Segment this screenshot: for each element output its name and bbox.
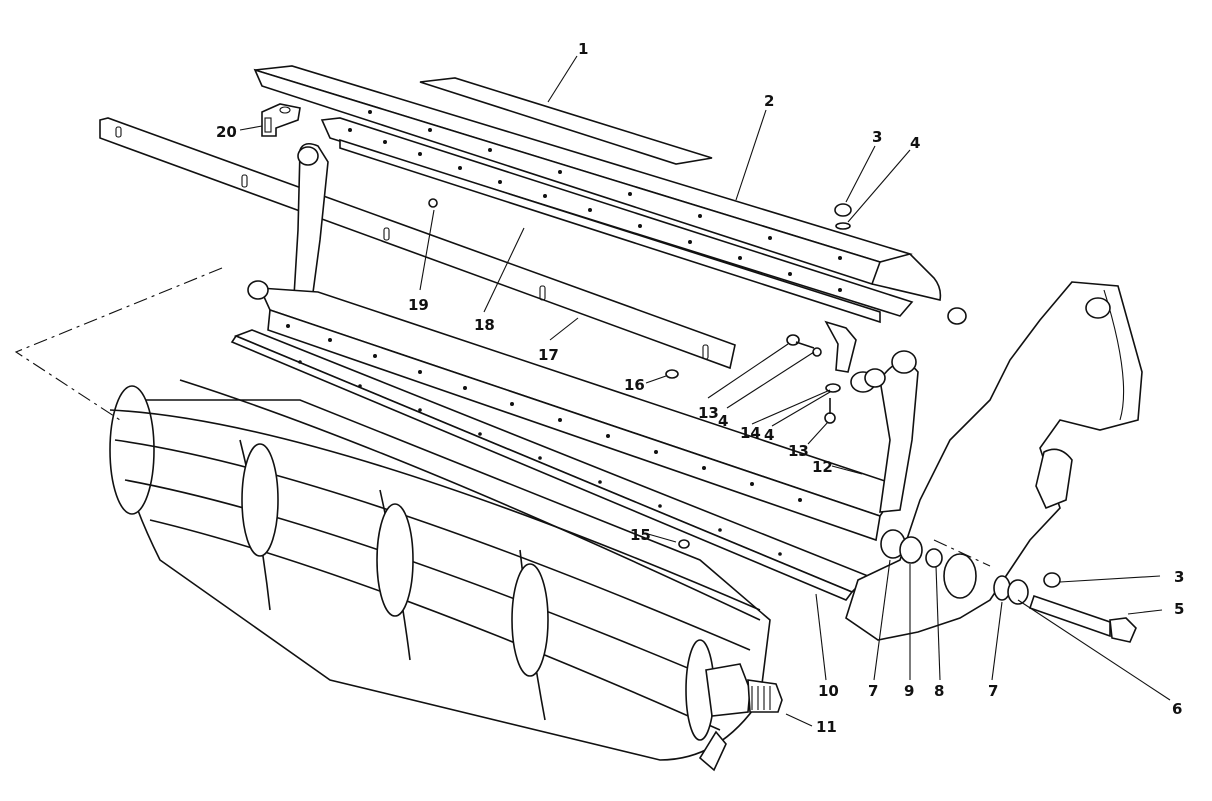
- callout-2: 2: [764, 92, 774, 110]
- callout-18: 18: [474, 316, 495, 334]
- part-2-top-shield: [253, 65, 942, 301]
- callout-labels: 1 2 3 4 20 19 18 17 16 13 4 14 4 13 12 1…: [216, 40, 1184, 736]
- callout-4-top: 4: [910, 134, 920, 152]
- callout-4-middle: 4: [718, 412, 728, 430]
- callout-13-lower: 13: [788, 442, 809, 460]
- part-1-cover-strip: [419, 77, 713, 165]
- callout-17: 17: [538, 346, 559, 364]
- callout-1: 1: [578, 40, 588, 58]
- callout-19: 19: [408, 296, 429, 314]
- callout-10: 10: [818, 682, 839, 700]
- callout-7-right: 7: [988, 682, 998, 700]
- part-18-back-bar: [320, 117, 914, 324]
- part-20-bracket: [261, 103, 301, 137]
- callout-8: 8: [934, 682, 944, 700]
- callout-12: 12: [812, 458, 833, 476]
- callout-3-top: 3: [872, 128, 882, 146]
- callout-16: 16: [624, 376, 645, 394]
- callout-14: 14: [740, 424, 761, 442]
- callout-20: 20: [216, 123, 237, 141]
- part-17-slotted-bar: [99, 117, 736, 370]
- reel-frame: [247, 142, 919, 542]
- callout-4-lower: 4: [764, 426, 774, 444]
- callout-9: 9: [904, 682, 914, 700]
- callout-6: 6: [1172, 700, 1182, 718]
- callout-5: 5: [1174, 600, 1184, 618]
- callout-3-right: 3: [1174, 568, 1184, 586]
- callout-7-left: 7: [868, 682, 878, 700]
- alignment-lines: [14, 267, 991, 567]
- part-11-reel-cylinder: [109, 379, 783, 772]
- hardware-group: [428, 198, 1137, 643]
- callout-13-upper: 13: [698, 404, 719, 422]
- leader-lines: [239, 55, 1171, 727]
- part-10-bedknife: [230, 329, 870, 601]
- callout-11: 11: [816, 718, 837, 736]
- callout-15: 15: [630, 526, 651, 544]
